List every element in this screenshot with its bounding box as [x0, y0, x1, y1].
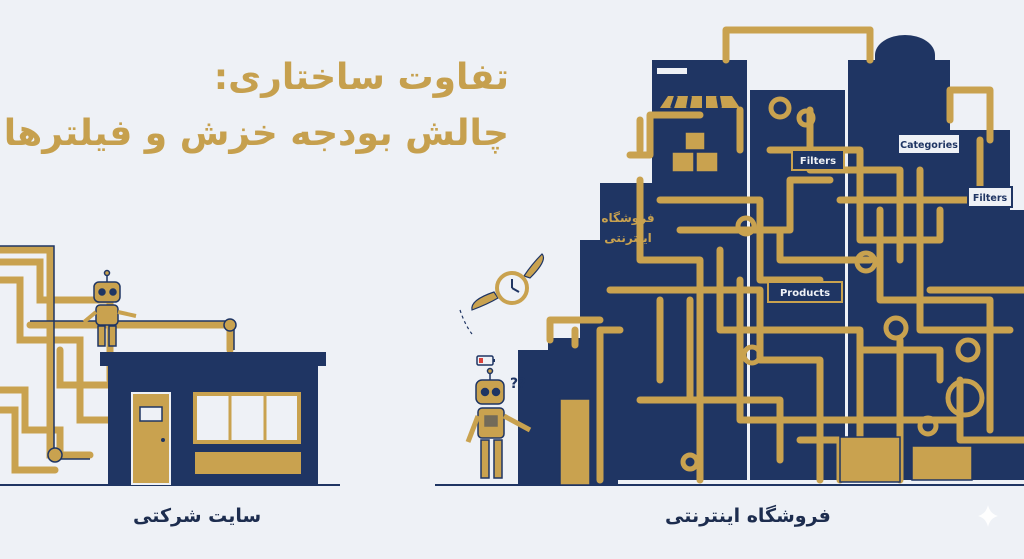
valve-icon	[917, 415, 939, 437]
valve-icon	[680, 452, 700, 472]
svg-text:Filters: Filters	[973, 193, 1008, 204]
title-line-2: چالش بودجه خزش و فیلترها	[3, 113, 509, 154]
label-filters-2: Filters	[967, 186, 1013, 208]
label-filters-1: Filters	[791, 149, 845, 171]
pipe-joint	[47, 447, 63, 463]
label-categories: Categories	[897, 133, 961, 155]
corporate-window	[193, 392, 301, 444]
gear-icon	[955, 337, 981, 363]
gear-icon	[796, 108, 816, 128]
store-pipes	[546, 26, 1024, 484]
confused-robot: ??	[465, 355, 532, 479]
svg-text:Categories: Categories	[900, 140, 958, 151]
gear-icons	[680, 96, 985, 472]
gear-icon	[945, 378, 985, 418]
page-title: تفاوت ساختاری: چالش بودجه خزش و فیلترها	[4, 50, 509, 162]
title-line-1: تفاوت ساختاری:	[213, 57, 509, 98]
fan-icon	[854, 250, 878, 274]
corporate-building	[100, 352, 326, 485]
svg-text:فروشگاه: فروشگاه	[601, 211, 654, 226]
valve-icon	[883, 315, 909, 341]
small-robot-left	[82, 269, 137, 347]
corporate-pipes	[0, 246, 234, 474]
svg-text:??: ??	[510, 376, 526, 392]
pipe-joint	[223, 318, 237, 332]
label-products: Products	[767, 281, 843, 303]
gear-icon	[768, 96, 792, 120]
store-sign: فروشگاه اینترنتی	[601, 211, 654, 245]
gear-icon	[741, 344, 763, 366]
store-awning	[657, 68, 740, 109]
store-door	[559, 398, 591, 486]
door-sign	[139, 406, 163, 422]
flying-clock-icon	[459, 253, 545, 335]
svg-text:Products: Products	[780, 288, 830, 299]
store-crates	[559, 131, 973, 486]
svg-text:اینترنتی: اینترنتی	[604, 231, 651, 245]
svg-text:Filters: Filters	[800, 156, 836, 167]
caption-corporate-site: سایت شرکتی	[133, 505, 262, 527]
caption-online-store: فروشگاه اینترنتی	[665, 505, 831, 527]
sparkle-icon	[978, 505, 998, 527]
valve-icon	[735, 215, 757, 237]
